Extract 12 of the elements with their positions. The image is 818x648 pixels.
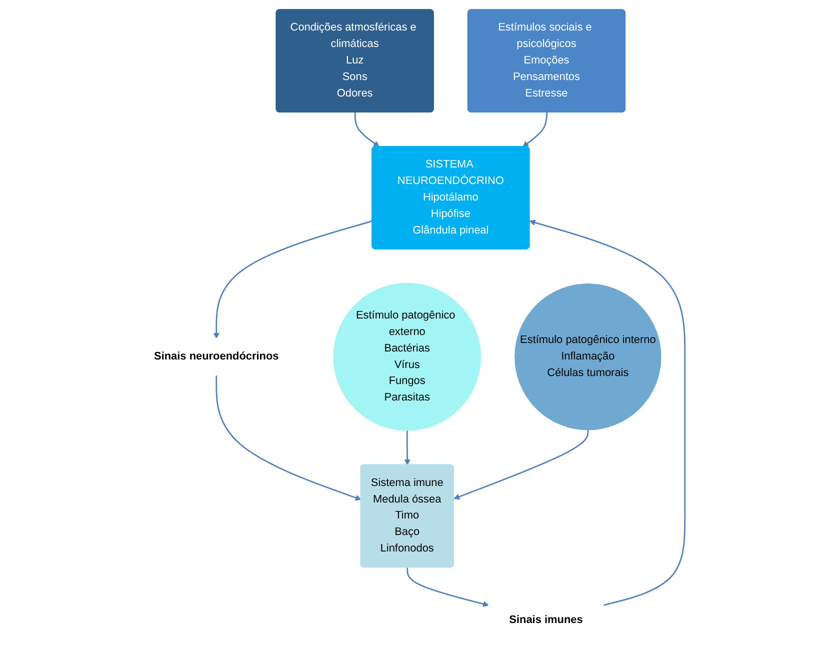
arrow: [404, 430, 410, 466]
node-text: Sinais imunes: [508, 614, 583, 626]
arrow: [213, 220, 372, 339]
node-text: Sinais neuroendócrinos: [154, 350, 279, 362]
arrow: [453, 430, 588, 500]
node-circle: Estímulo patogênico externo Bactérias Vírus Fungos Parasitas: [333, 282, 481, 431]
arrow: [216, 375, 362, 501]
arrow: [354, 112, 380, 147]
arrow: [529, 220, 686, 606]
node-circle: Estímulo patogênico interno Inflamação Células tumorais: [514, 284, 662, 430]
arrow: [406, 568, 489, 607]
arrow: [522, 112, 548, 147]
